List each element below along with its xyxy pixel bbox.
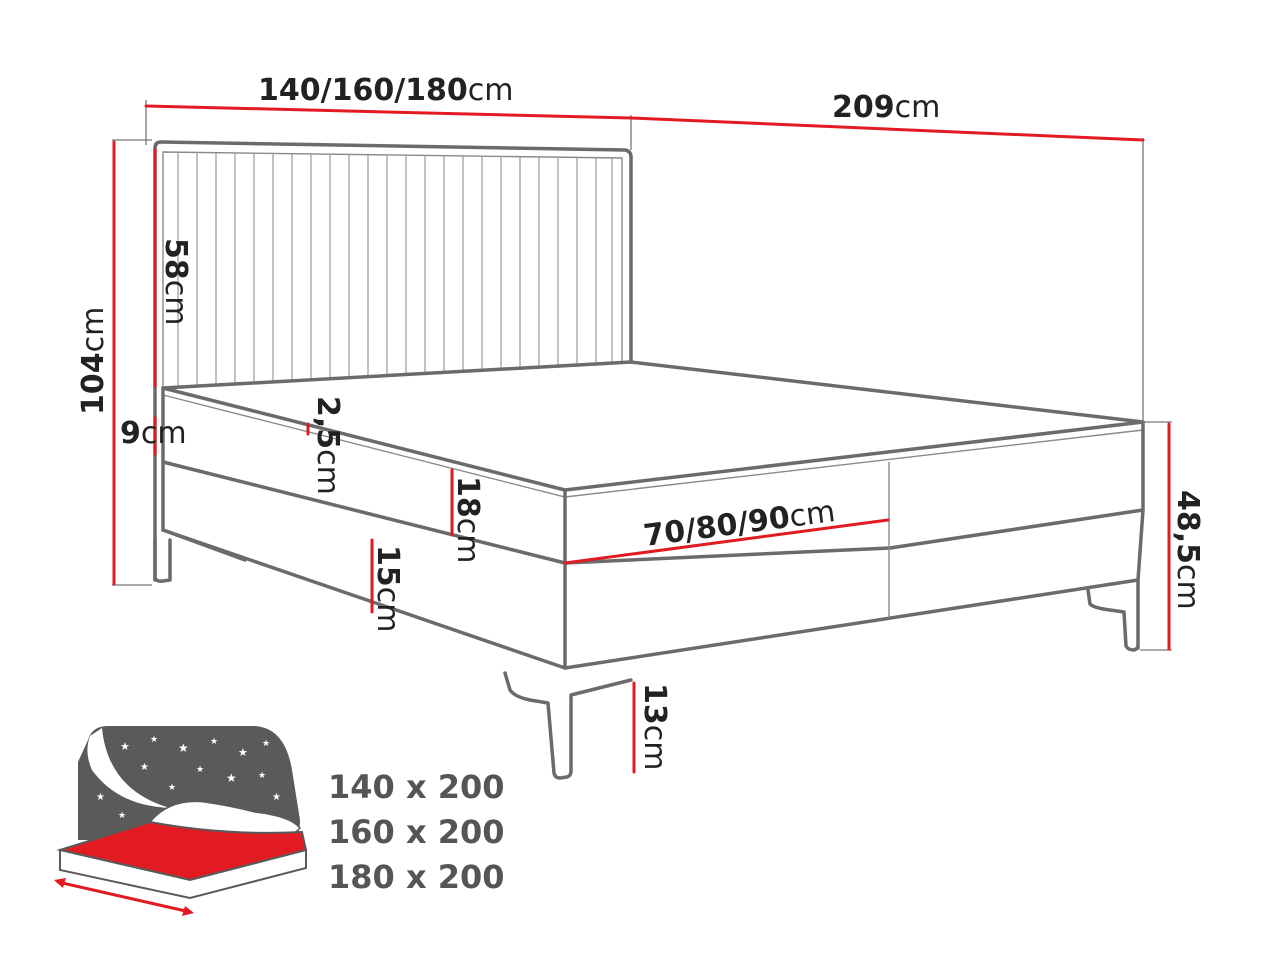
width-label: 140/160/180cm [258,73,514,108]
mattress-side-icon [59,848,307,900]
stars: ★ ★ ★ ★ ★ ★ ★ ★ ★ ★ ★ ★ ★ ★ [96,735,281,821]
svg-text:★: ★ [140,762,149,773]
size-option: 140 x 200 [328,768,505,806]
base-label: 15cm [370,545,405,632]
svg-text:★: ★ [196,765,204,775]
svg-text:★: ★ [178,741,189,755]
svg-text:★: ★ [226,771,237,785]
svg-text:★: ★ [120,740,130,753]
topper-label: 2,5cm [310,396,345,495]
svg-text:★: ★ [238,746,248,759]
mattress-label: 18cm [450,476,485,563]
mattress-size-arrow [56,880,192,914]
headboard [153,140,633,582]
mattress-size-icon: ★ ★ ★ ★ ★ ★ ★ ★ ★ ★ ★ ★ ★ ★ [54,726,308,916]
half-width-label: 70/80/90cm [641,494,837,554]
svg-text:★: ★ [262,739,270,749]
bed-legs [153,538,1140,780]
svg-text:★: ★ [272,792,281,803]
side-gap-label: 9cm [120,416,187,451]
leg-label: 13cm [637,683,672,770]
length-label: 209cm [832,90,940,125]
bed-height-label: 48,5cm [1170,490,1205,610]
svg-text:★: ★ [168,783,176,793]
length-dimension-line [629,116,1145,142]
dimension-labels: 140/160/180cm 209cm 104cm 58cm 9cm 2,5cm… [76,73,1205,770]
size-list: 140 x 200 160 x 200 180 x 200 [328,768,505,896]
half-width-dimension-line [563,518,890,565]
total-height-label: 104cm [76,307,111,415]
headboard-height-label: 58cm [158,238,193,325]
headboard-ribs [177,152,613,388]
svg-text:★: ★ [150,735,158,745]
box-spring-base [161,460,1145,670]
width-dimension-line [144,104,633,120]
svg-text:★: ★ [210,737,218,747]
svg-text:★: ★ [118,811,126,821]
size-option: 160 x 200 [328,813,505,851]
dimension-lines [112,100,1172,774]
svg-text:★: ★ [96,792,105,803]
mattress-top [161,360,1145,498]
svg-text:★: ★ [258,771,266,781]
size-option: 180 x 200 [328,858,505,896]
